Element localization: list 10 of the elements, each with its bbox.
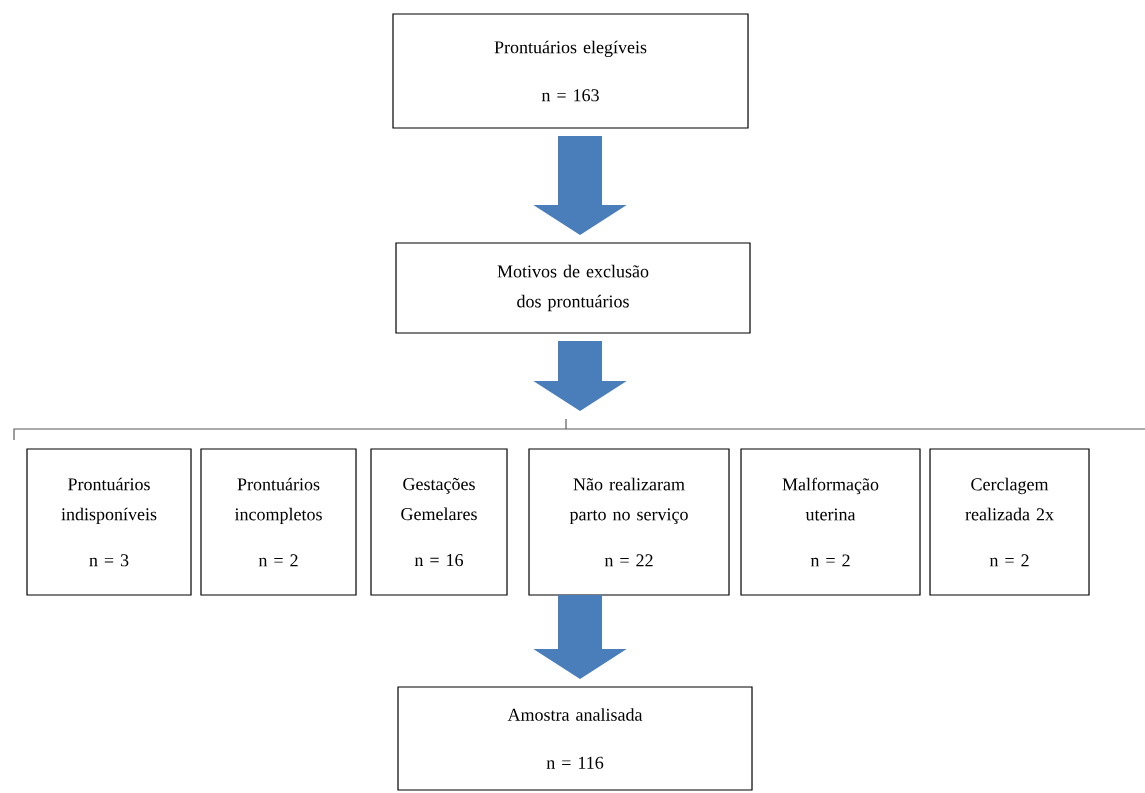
process-box: Prontuários incompletos n = 2 <box>200 448 357 596</box>
process-box: Prontuários indisponíveis n = 3 <box>26 448 192 596</box>
process-box: Motivos de exclusão dos prontuários <box>395 242 751 334</box>
process-box: Gestações Gemelares n = 16 <box>370 448 508 596</box>
bracket <box>13 418 1145 441</box>
process-box: Não realizaram parto no serviço n = 22 <box>528 448 730 596</box>
process-box: Prontuários elegíveis n = 163 <box>392 13 749 129</box>
process-box: Amostra analisada n = 116 <box>397 686 753 791</box>
process-box: Malformação uterina n = 2 <box>740 448 921 596</box>
process-box: Cerclagem realizada 2x n = 2 <box>929 448 1090 596</box>
